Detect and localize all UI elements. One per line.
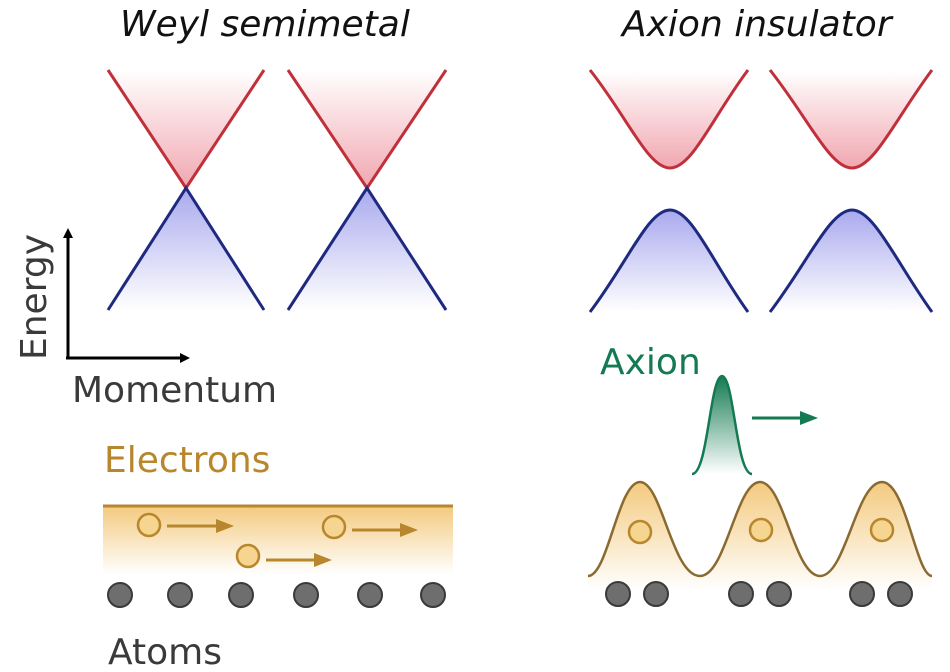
conduction-band	[768, 69, 934, 170]
valence-band	[588, 208, 750, 313]
conduction-band	[588, 69, 750, 170]
atoms-label: Atoms	[108, 632, 222, 672]
atom	[849, 581, 875, 607]
atom	[728, 581, 754, 607]
atom	[887, 581, 913, 607]
atom	[357, 582, 383, 608]
charge-density-wave	[587, 480, 933, 590]
energy-axis-label: Energy	[14, 234, 55, 360]
axion-wavepacket	[691, 374, 753, 476]
atom	[293, 582, 319, 608]
atom	[420, 582, 446, 608]
axion-motion-arrow	[752, 411, 818, 425]
valence-band	[768, 208, 934, 313]
gapped-band-left	[588, 69, 750, 313]
atom-row-weyl	[107, 582, 446, 608]
energy-momentum-axes	[63, 228, 190, 363]
atom	[167, 582, 193, 608]
electron	[748, 517, 774, 543]
valence-band	[106, 185, 266, 311]
weyl-title: Weyl semimetal	[120, 4, 410, 45]
atom	[107, 582, 133, 608]
electron	[321, 514, 418, 540]
electron	[235, 543, 332, 569]
electron	[627, 519, 653, 545]
atom	[228, 582, 254, 608]
atom	[766, 581, 792, 607]
electron	[136, 512, 234, 538]
weyl-cone-right	[286, 69, 448, 311]
electrons-label: Electrons	[104, 440, 270, 481]
weyl-cone-left	[106, 69, 266, 311]
electron-sea	[103, 506, 453, 574]
atom	[643, 581, 669, 607]
momentum-axis-label: Momentum	[72, 370, 277, 411]
axion-insulator-title: Axion insulator	[620, 4, 894, 45]
atom	[605, 581, 631, 607]
atom-row-axion	[605, 581, 913, 607]
axion-label: Axion	[600, 342, 701, 383]
valence-band	[286, 185, 448, 311]
gapped-band-right	[768, 69, 934, 313]
electron	[869, 517, 895, 543]
